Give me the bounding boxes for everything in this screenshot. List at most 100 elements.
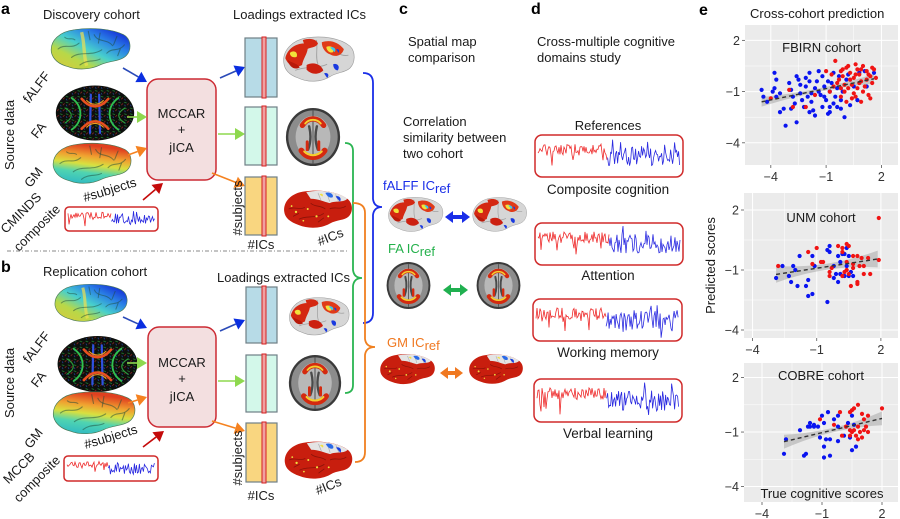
modality-label-gm: GM [21, 425, 46, 451]
behavior-score-box [64, 206, 159, 232]
data-point-blue [816, 69, 821, 74]
data-point-red [827, 89, 832, 94]
data-point-red [861, 263, 866, 269]
signal-red-segment [67, 211, 112, 227]
signal-red-segment [66, 460, 109, 472]
modality-label-falff: fALFF [20, 329, 54, 366]
loadings-cols-label: #ICs [248, 237, 275, 252]
arrow-head-right [455, 367, 463, 379]
panel-letter-e: e [699, 2, 708, 19]
regression-line [775, 258, 878, 276]
loadings-title: Loadings extracted ICs [217, 270, 350, 285]
ref-subscript: ref [435, 181, 451, 196]
data-point-red [859, 435, 865, 440]
data-point-blue [820, 74, 825, 79]
reference-signal-trace [537, 139, 680, 167]
data-point-blue [844, 77, 849, 82]
data-point-blue [774, 275, 779, 281]
data-point-blue [806, 277, 811, 283]
loading-matrix-body [244, 106, 278, 166]
y-tick-label: −4 [725, 480, 739, 494]
data-point-red [838, 86, 844, 91]
data-point-blue [807, 70, 812, 75]
data-point-red [846, 271, 851, 277]
data-point-blue [831, 417, 837, 422]
arrow-behavior-input [142, 431, 164, 448]
panel-c-subtitle-line3: two cohort [403, 146, 463, 161]
panel-letter-d: d [531, 1, 541, 18]
panel-c-title-line2: comparison [408, 50, 475, 65]
arrow-head [235, 375, 245, 387]
data-point-blue [827, 249, 832, 255]
data-point-red [860, 63, 866, 69]
data-point-red [861, 428, 867, 433]
data-point-blue [761, 94, 766, 99]
arrow-gm-input [127, 394, 147, 406]
data-point-blue [838, 98, 844, 103]
reference-signal-trace [535, 305, 679, 338]
data-point-red [857, 263, 862, 269]
data-point-red [853, 62, 858, 67]
data-point-blue [824, 98, 829, 103]
data-point-red [848, 70, 853, 75]
data-point-red [847, 433, 853, 438]
data-point-red [855, 437, 861, 442]
loading-matrix-fa [244, 105, 278, 167]
data-point-blue [823, 437, 829, 442]
data-point-red [790, 104, 796, 110]
data-point-red [812, 92, 818, 98]
data-point-blue [783, 123, 788, 128]
arrow-head [137, 111, 147, 123]
signal-blue-segment [605, 305, 679, 338]
data-point-red [851, 253, 856, 259]
data-point-red [860, 89, 866, 94]
data-point-red [837, 410, 843, 415]
data-point-red [817, 417, 823, 422]
x-tick-label: −4 [745, 343, 759, 357]
data-point-blue [807, 110, 812, 115]
data-point-red [827, 269, 832, 275]
data-point-blue [777, 110, 783, 115]
arrow-shaft [127, 399, 138, 404]
x-axis-label: True cognitive scores [760, 486, 884, 501]
signal-blue-segment [607, 139, 680, 167]
data-point-blue [849, 413, 855, 418]
data-point-red [855, 67, 860, 72]
method-box-frame [147, 326, 217, 428]
panel-e-title: Cross-cohort prediction [750, 6, 884, 21]
data-point-red [859, 67, 864, 72]
fa-source-brain-image [56, 334, 139, 394]
arrow-head [233, 422, 245, 434]
data-point-blue [845, 420, 851, 426]
behavior-signal-trace [66, 460, 155, 476]
selected-ic-column [261, 421, 267, 484]
data-point-blue [792, 101, 797, 106]
arrow-head [235, 128, 245, 140]
signal-red-segment [537, 142, 608, 166]
data-point-blue [820, 104, 825, 110]
arrow-fa-output [218, 128, 245, 140]
data-point-red [870, 80, 875, 86]
data-point-red [855, 86, 860, 91]
data-point-blue [791, 263, 796, 269]
gm-correlation-double-arrow [440, 367, 463, 379]
falff-comparison-brace [362, 72, 383, 324]
ref-subscript: ref [425, 338, 441, 353]
data-point-blue [812, 86, 818, 91]
arrow-fa-input [127, 357, 147, 369]
signal-blue-segment [608, 225, 681, 254]
data-point-red [842, 269, 847, 275]
y-tick-label: −1 [725, 426, 739, 440]
data-point-blue [855, 98, 860, 103]
data-point-blue [774, 77, 779, 82]
data-point-red [862, 84, 867, 89]
method-line3: jICA [168, 140, 194, 155]
data-point-blue [842, 115, 847, 120]
data-point-red [873, 75, 879, 80]
fa-ic-map-image [289, 355, 341, 411]
data-point-red [846, 63, 851, 69]
panel-c-subtitle-line1: Correlation [403, 114, 467, 129]
gm-ic-replication-map [468, 354, 524, 385]
